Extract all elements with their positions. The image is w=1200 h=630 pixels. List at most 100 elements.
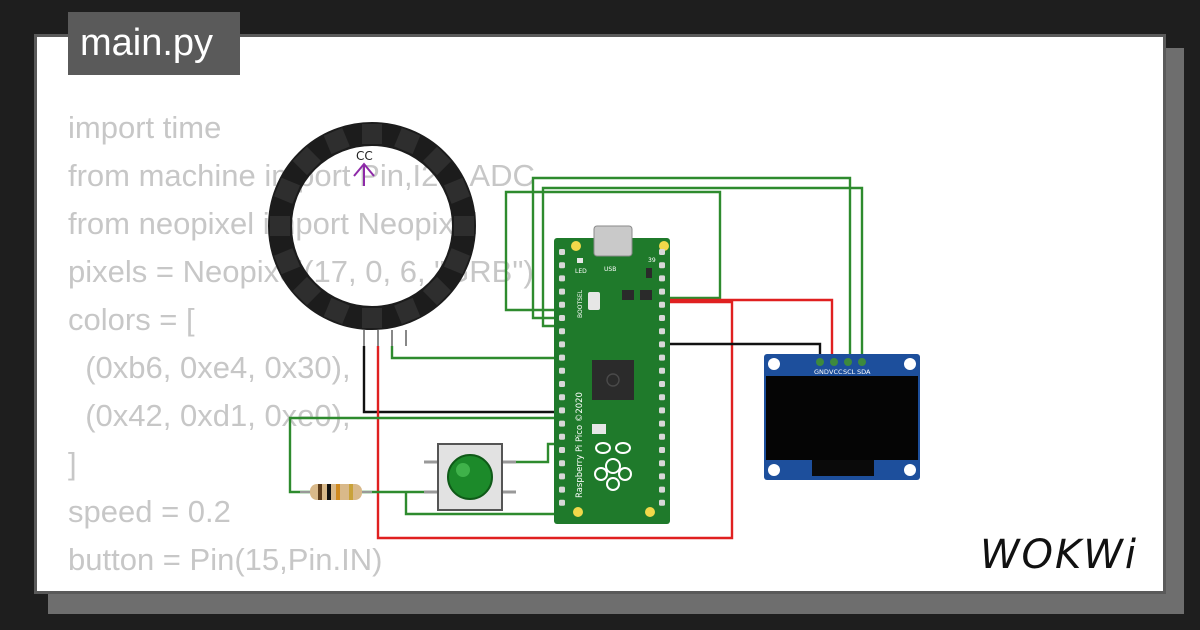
wire-black[interactable] xyxy=(362,346,555,414)
pico-pin[interactable] xyxy=(559,275,565,282)
oled-mount-hole xyxy=(904,358,916,370)
wire-green[interactable] xyxy=(288,416,555,494)
pico-pin[interactable] xyxy=(559,499,565,506)
pico-pin[interactable] xyxy=(659,275,665,282)
mount-hole xyxy=(659,241,669,251)
pico-pin[interactable] xyxy=(559,341,565,348)
oled-pin-label-vcc: VCC xyxy=(829,368,843,376)
pushbutton[interactable] xyxy=(424,443,516,511)
pico-pin[interactable] xyxy=(559,262,565,269)
resistor-band xyxy=(336,484,340,500)
wire-green[interactable] xyxy=(541,186,864,362)
code-line: import time xyxy=(68,110,222,145)
ring-led xyxy=(323,127,350,155)
pico-pin[interactable] xyxy=(559,328,565,335)
oled-mount-hole xyxy=(768,358,780,370)
pico-pin[interactable] xyxy=(559,486,565,493)
pico-component xyxy=(640,290,652,300)
ring-led xyxy=(443,177,471,204)
resistor-band xyxy=(349,484,353,500)
oled-ribbon xyxy=(812,460,874,476)
pico-component xyxy=(622,290,634,300)
usb-connector-icon xyxy=(593,225,633,257)
code-line: pixels = Neopixel(17, 0, 6, "GRB") xyxy=(68,254,534,289)
pico-pin[interactable] xyxy=(659,486,665,493)
pico-pin[interactable] xyxy=(659,420,665,427)
bootsel-button[interactable] xyxy=(588,292,600,310)
pico-pin[interactable] xyxy=(659,301,665,308)
pico-pin[interactable] xyxy=(659,288,665,295)
ring-led xyxy=(323,297,350,325)
wire-red[interactable] xyxy=(376,300,734,540)
oled-display[interactable]: GND VCC SCL SDA xyxy=(764,354,920,480)
pico-pin[interactable] xyxy=(559,315,565,321)
pico-pin[interactable] xyxy=(659,341,665,348)
ring-led xyxy=(362,308,382,328)
neopixel-ring[interactable]: CC xyxy=(268,122,476,346)
led-icon xyxy=(577,258,583,263)
pico-pin[interactable] xyxy=(659,262,665,269)
pico-pin[interactable] xyxy=(559,407,565,414)
pico-pin[interactable] xyxy=(559,249,565,255)
pico-pin[interactable] xyxy=(559,394,565,401)
mount-hole xyxy=(645,507,655,517)
pico-pin[interactable] xyxy=(659,447,665,453)
filename-tab: main.py xyxy=(68,12,240,75)
pico-pin[interactable] xyxy=(559,420,565,427)
pico-pin[interactable] xyxy=(559,367,565,374)
wire-green[interactable] xyxy=(516,442,555,464)
ring-led xyxy=(292,276,322,306)
pico-pin[interactable] xyxy=(659,407,665,414)
resistor[interactable] xyxy=(300,484,372,500)
pico-pin[interactable] xyxy=(559,288,565,295)
wokwi-logo: WOKWi xyxy=(980,532,1136,578)
pico-pin[interactable] xyxy=(659,433,665,440)
pico-pin[interactable] xyxy=(559,354,565,361)
button-highlight xyxy=(456,463,470,477)
oled-pin xyxy=(844,358,852,366)
ring-led xyxy=(454,216,474,236)
board-label: Raspberry Pi Pico ©2020 xyxy=(575,392,585,498)
ring-led xyxy=(273,177,301,204)
resistor-band xyxy=(318,484,322,500)
wire-green[interactable] xyxy=(390,346,555,360)
raspberry-pi-pico[interactable]: LED USB 39 BOOTSEL Raspberry Pi Pico ©20… xyxy=(554,225,670,524)
pico-pin[interactable] xyxy=(659,249,665,255)
pico-pin[interactable] xyxy=(559,381,565,387)
raspberry-pi-logo-icon xyxy=(594,442,632,491)
oled-mount-hole xyxy=(904,464,916,476)
pico-pin[interactable] xyxy=(559,433,565,440)
pico-pin[interactable] xyxy=(659,315,665,321)
bootsel-label: BOOTSEL xyxy=(577,289,584,318)
pico-pin[interactable] xyxy=(659,473,665,480)
wire-green[interactable] xyxy=(404,492,555,516)
oled-mount-hole xyxy=(768,464,780,476)
pico-component xyxy=(646,268,652,278)
pin-label-39: 39 xyxy=(648,257,656,264)
ring-led xyxy=(270,216,290,236)
wire-green[interactable] xyxy=(504,190,722,312)
code-line: ] xyxy=(68,446,77,481)
mount-hole xyxy=(571,241,581,251)
pico-pin[interactable] xyxy=(659,328,665,335)
pico-pin[interactable] xyxy=(659,499,665,506)
wire-red[interactable] xyxy=(660,298,834,362)
wire-green[interactable] xyxy=(531,176,852,362)
pico-pin[interactable] xyxy=(659,354,665,361)
pico-pin[interactable] xyxy=(659,460,665,467)
pico-pin[interactable] xyxy=(659,381,665,387)
pico-pin[interactable] xyxy=(559,473,565,480)
code-line: (0x42, 0xd1, 0xe0), xyxy=(68,398,351,433)
pico-pin[interactable] xyxy=(659,367,665,374)
oled-pin xyxy=(858,358,866,366)
pico-pin[interactable] xyxy=(559,460,565,467)
oled-pin xyxy=(816,358,824,366)
pico-pin[interactable] xyxy=(559,301,565,308)
button-cap[interactable] xyxy=(447,454,493,500)
ring-label: CC xyxy=(356,149,373,163)
pico-pins-right xyxy=(659,249,665,506)
pico-pin[interactable] xyxy=(559,447,565,453)
pico-pin[interactable] xyxy=(659,394,665,401)
ring-led xyxy=(362,124,382,144)
ring-arrow-icon xyxy=(353,162,375,186)
